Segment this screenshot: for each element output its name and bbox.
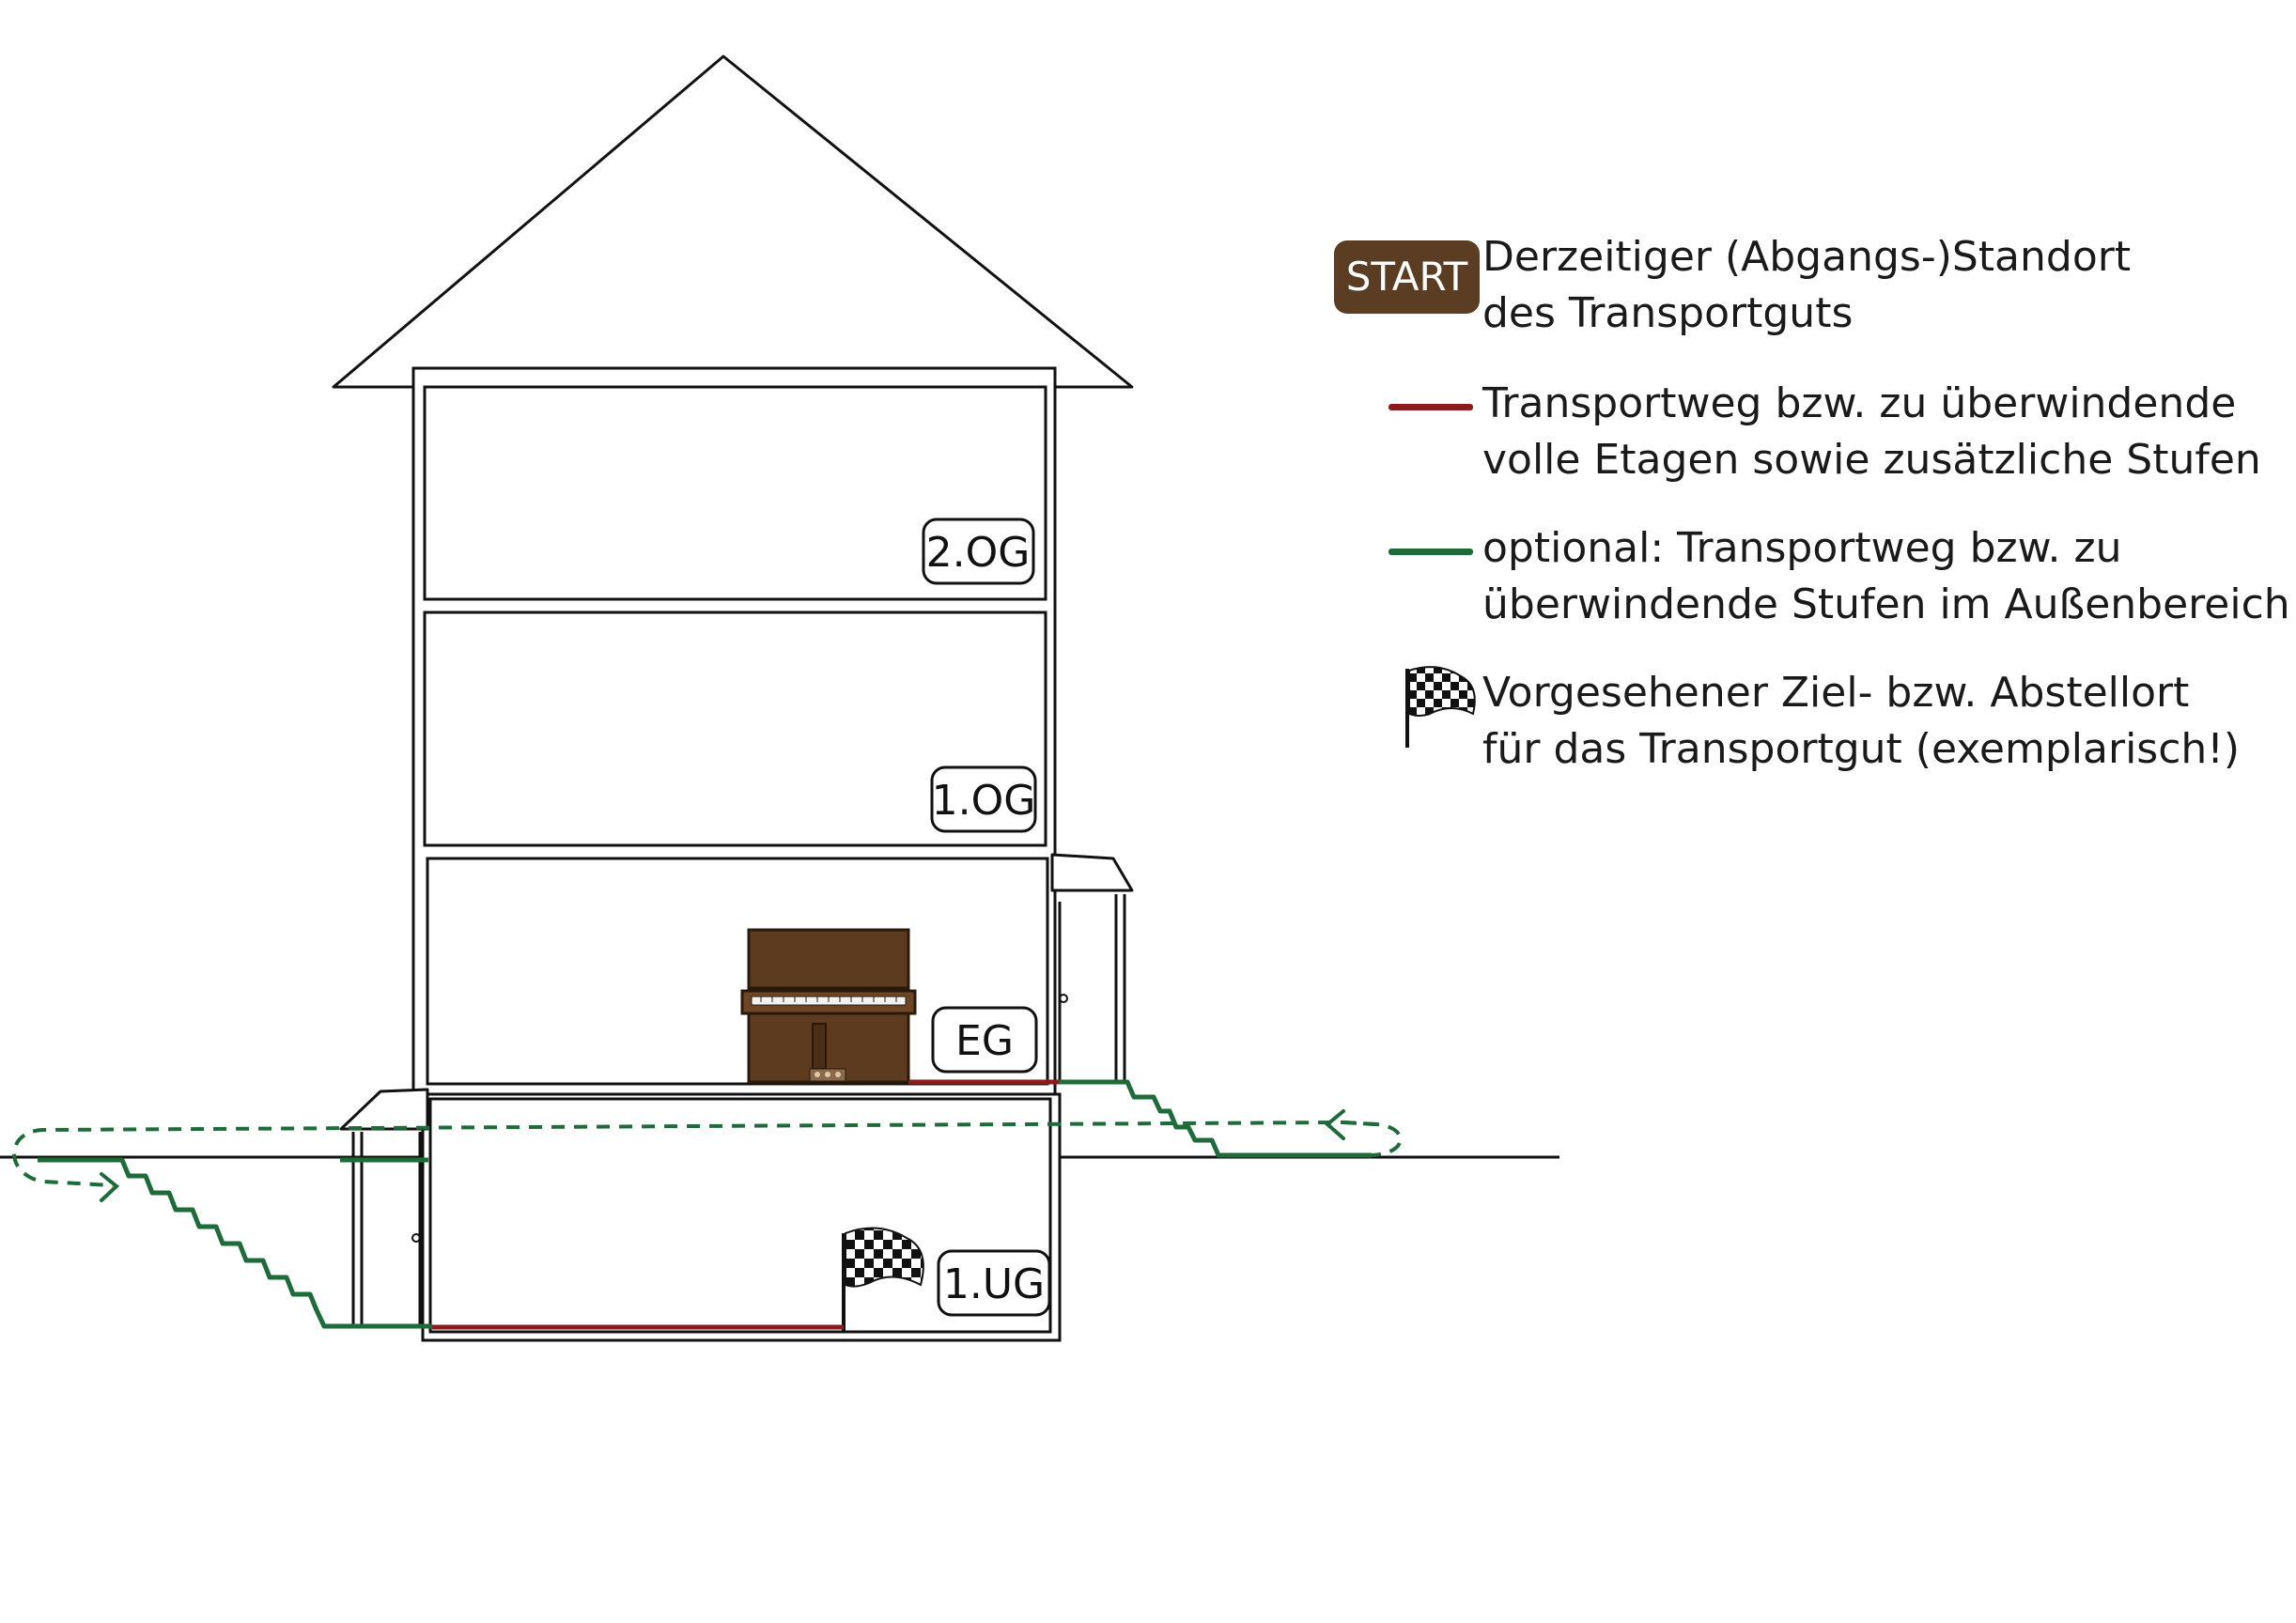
upright-piano-icon: [740, 928, 917, 1084]
start-badge-icon: START: [1334, 240, 1480, 314]
svg-text:1.UG: 1.UG: [943, 1260, 1045, 1308]
legend-text-red-path: Transportweg bzw. zu überwindende volle …: [1482, 379, 2261, 484]
floor-label-eg: EG: [931, 1006, 1038, 1074]
entrance-canopy-left: [339, 1088, 429, 1324]
dashed-route-ellipse: [12, 1120, 1403, 1187]
green-optional-path: [38, 1079, 1372, 1329]
legend-row-flag: Vorgesehener Ziel- bzw. Abstellort für d…: [1325, 665, 2240, 778]
legend-row-green-path: optional: Transportweg bzw. zu überwinde…: [1325, 520, 2290, 633]
roof: [332, 54, 1134, 389]
svg-text:2.OG: 2.OG: [926, 529, 1031, 577]
floor-label-1og: 1.OG: [930, 765, 1037, 833]
svg-text:EG: EG: [955, 1017, 1014, 1065]
entrance-canopy-right: [1050, 853, 1134, 1082]
legend-row-red-path: Transportweg bzw. zu überwindende volle …: [1325, 376, 2261, 488]
arrow-icon: [100, 1109, 1345, 1202]
checkered-flag-icon: [1405, 666, 1476, 748]
legend-text-green-path: optional: Transportweg bzw. zu überwinde…: [1482, 524, 2290, 628]
legend-row-start: START Derzeitiger (Abgangs-)Standort des…: [1325, 229, 2131, 342]
red-line-sample-icon: [1388, 404, 1473, 410]
legend-text-flag: Vorgesehener Ziel- bzw. Abstellort für d…: [1482, 669, 2241, 773]
red-transport-path: [432, 1079, 1059, 1330]
floor-label-1ug: 1.UG: [937, 1249, 1051, 1317]
legend-text-start: Derzeitiger (Abgangs-)Standort des Trans…: [1482, 233, 2132, 337]
svg-text:1.OG: 1.OG: [932, 777, 1036, 825]
green-line-sample-icon: [1388, 549, 1473, 555]
floor-label-2og: 2.OG: [922, 518, 1035, 585]
checkered-flag-icon: [842, 1227, 924, 1332]
